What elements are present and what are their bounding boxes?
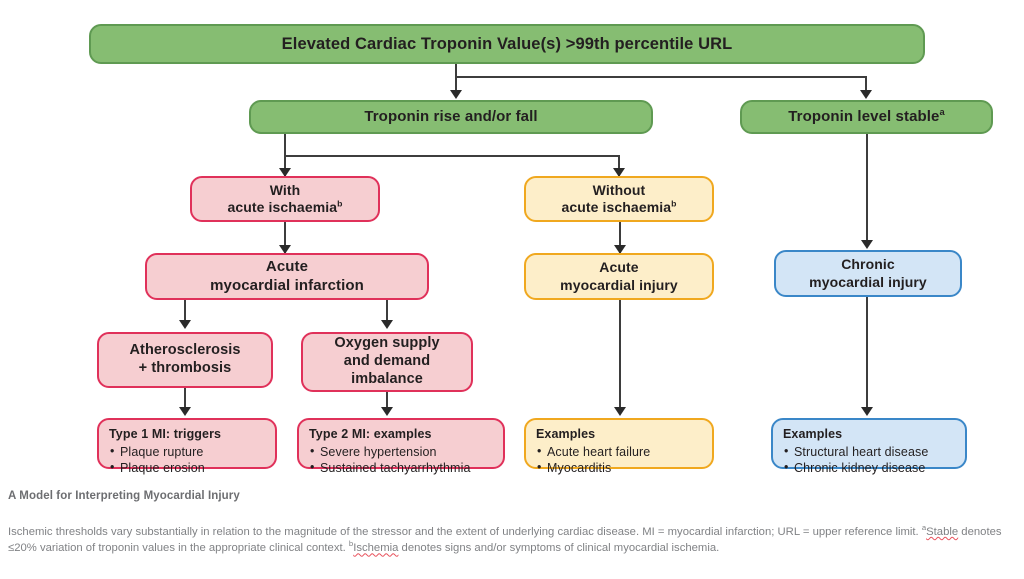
list-item: Severe hypertension [309, 443, 495, 461]
arrowhead-risefall-to-without [613, 168, 625, 177]
node-with-acute-ischaemia-label: With acute ischaemiab [227, 181, 343, 215]
connector-stable-to-chronic [866, 133, 868, 245]
node-chronic-myocardial-injury[interactable]: Chronic myocardial injury [774, 250, 962, 297]
node-oxygen-supply-demand-imbalance-label: Oxygen supply and demand imbalance [334, 335, 440, 387]
list-item: Sustained tachyarrhythmia [309, 459, 495, 477]
arrowhead-atherosclerosis-to-type1 [179, 407, 191, 416]
figure-caption-title: A Model for Interpreting Myocardial Inju… [8, 490, 240, 502]
connector-risefall-to-with [284, 133, 286, 176]
caption-text-part3: denotes signs and/or symptoms of clinica… [398, 542, 720, 555]
connector-atherosclerosis-to-type1 [184, 388, 186, 413]
caption-footnote-marker-b: b [348, 539, 354, 549]
node-oxygen-supply-demand-imbalance[interactable]: Oxygen supply and demand imbalance [301, 332, 473, 392]
node-elevated-troponin[interactable]: Elevated Cardiac Troponin Value(s) >99th… [89, 24, 925, 64]
node-atherosclerosis-thrombosis[interactable]: Atherosclerosis + thrombosis [97, 332, 273, 388]
connector-oxygen-to-type2 [386, 392, 388, 413]
arrowhead-with-to-acutemi [279, 245, 291, 254]
node-type1-mi-list: Plaque rupture Plaque erosion [109, 443, 267, 477]
connector-acutemi-left [184, 300, 186, 326]
connector-risefall-to-without [618, 155, 620, 176]
list-item: Acute heart failure [536, 443, 704, 461]
figure-caption-body: Ischemic thresholds vary substantially i… [8, 524, 1016, 557]
footnote-marker-b: b [671, 198, 677, 209]
arrowhead-root-to-stable [860, 90, 872, 99]
node-type2-mi-examples[interactable]: Type 2 MI: examples Severe hypertension … [297, 418, 505, 475]
node-chronic-injury-examples-list: Structural heart disease Chronic kidney … [783, 443, 957, 477]
arrowhead-stable-to-chronic [861, 240, 873, 249]
footnote-marker-b: b [337, 198, 343, 209]
list-item: Plaque erosion [109, 459, 267, 477]
caption-term-ischemia: Ischemia [353, 542, 399, 555]
node-without-acute-ischaemia[interactable]: Without acute ischaemiab [524, 176, 714, 222]
arrowhead-acutemi-to-atherosclerosis [179, 320, 191, 329]
node-acute-myocardial-infarction-label: Acute myocardial infarction [210, 258, 364, 294]
node-type2-mi-list: Severe hypertension Sustained tachyarrhy… [309, 443, 495, 477]
node-with-acute-ischaemia[interactable]: With acute ischaemiab [190, 176, 380, 222]
node-atherosclerosis-thrombosis-label: Atherosclerosis + thrombosis [129, 342, 241, 376]
arrowhead-risefall-to-with [279, 168, 291, 177]
arrowhead-root-to-risefall [450, 90, 462, 99]
connector-without-to-acuteinjury [619, 222, 621, 253]
connector-risefall-bus [284, 155, 618, 157]
node-acute-injury-examples[interactable]: Examples Acute heart failure Myocarditis [524, 418, 714, 475]
node-chronic-injury-examples-title: Examples [783, 427, 843, 441]
connector-root-to-risefall [455, 76, 457, 93]
connector-chronic-to-examples [866, 297, 868, 413]
arrowhead-oxygen-to-type2 [381, 407, 393, 416]
list-item: Chronic kidney disease [783, 459, 957, 477]
node-chronic-myocardial-injury-label: Chronic myocardial injury [809, 256, 927, 290]
node-elevated-troponin-label: Elevated Cardiac Troponin Value(s) >99th… [281, 34, 733, 53]
arrowhead-acuteinjury-to-examples [614, 407, 626, 416]
connector-acutemi-right [386, 300, 388, 326]
node-troponin-stable[interactable]: Troponin level stablea [740, 100, 993, 134]
connector-with-to-acutemi [284, 222, 286, 253]
caption-term-stable: Stable [926, 526, 959, 538]
node-type1-mi-examples[interactable]: Type 1 MI: triggers Plaque rupture Plaqu… [97, 418, 277, 475]
list-item: Structural heart disease [783, 443, 957, 461]
node-without-acute-ischaemia-label: Without acute ischaemiab [561, 181, 677, 215]
node-troponin-stable-label: Troponin level stablea [788, 106, 945, 125]
node-acute-injury-examples-list: Acute heart failure Myocarditis [536, 443, 704, 477]
connector-root-down [455, 62, 457, 76]
arrowhead-acutemi-to-oxygen [381, 320, 393, 329]
node-acute-myocardial-injury-label: Acute myocardial injury [560, 259, 678, 293]
node-acute-injury-examples-title: Examples [536, 427, 596, 441]
footnote-marker-a: a [939, 106, 945, 117]
connector-root-to-stable [865, 76, 867, 93]
arrowhead-chronic-to-examples [861, 407, 873, 416]
arrowhead-without-to-acuteinjury [614, 245, 626, 254]
caption-text-part1: Ischemic thresholds vary substantially i… [8, 526, 922, 538]
connector-root-bus [455, 76, 867, 78]
node-type1-mi-title: Type 1 MI: triggers [109, 427, 222, 441]
node-chronic-injury-examples[interactable]: Examples Structural heart disease Chroni… [771, 418, 967, 475]
node-troponin-rise-fall[interactable]: Troponin rise and/or fall [249, 100, 653, 134]
caption-text-part2: denotes ≤20% variation of troponin value… [8, 526, 1002, 555]
node-acute-myocardial-injury[interactable]: Acute myocardial injury [524, 253, 714, 300]
node-type2-mi-title: Type 2 MI: examples [309, 427, 432, 441]
node-troponin-rise-fall-label: Troponin rise and/or fall [364, 107, 538, 125]
node-acute-myocardial-infarction[interactable]: Acute myocardial infarction [145, 253, 429, 300]
list-item: Plaque rupture [109, 443, 267, 461]
list-item: Myocarditis [536, 459, 704, 477]
caption-footnote-marker-a: a [921, 523, 927, 533]
connector-acuteinjury-to-examples [619, 300, 621, 413]
